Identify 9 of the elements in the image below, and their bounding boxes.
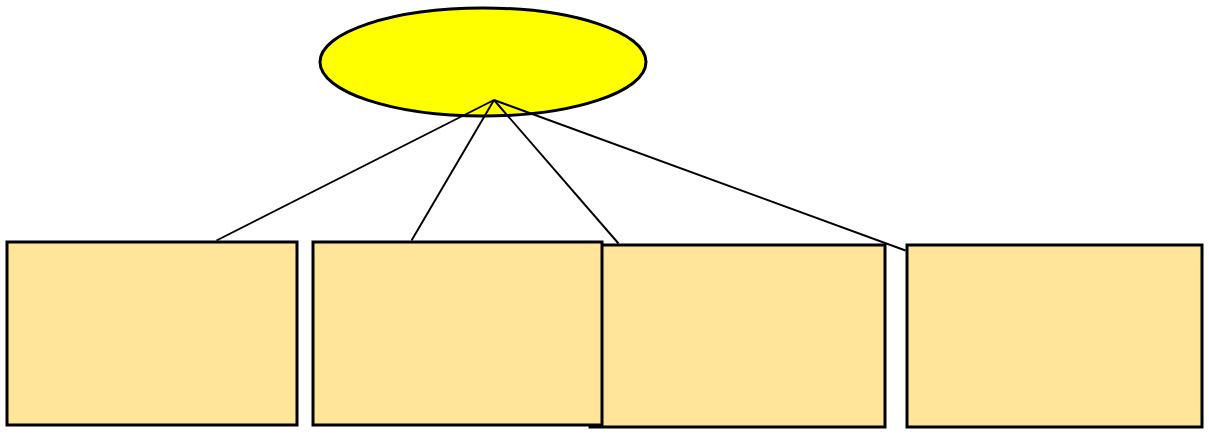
connector-line — [493, 99, 907, 252]
rectangle-box — [905, 243, 1204, 429]
connector-line — [215, 99, 495, 242]
ellipse-node — [318, 6, 648, 118]
connector-line — [493, 99, 620, 245]
rectangle-box — [311, 240, 604, 427]
rectangle-box — [5, 240, 299, 427]
connector-line — [410, 99, 495, 242]
rectangle-box — [588, 243, 887, 429]
